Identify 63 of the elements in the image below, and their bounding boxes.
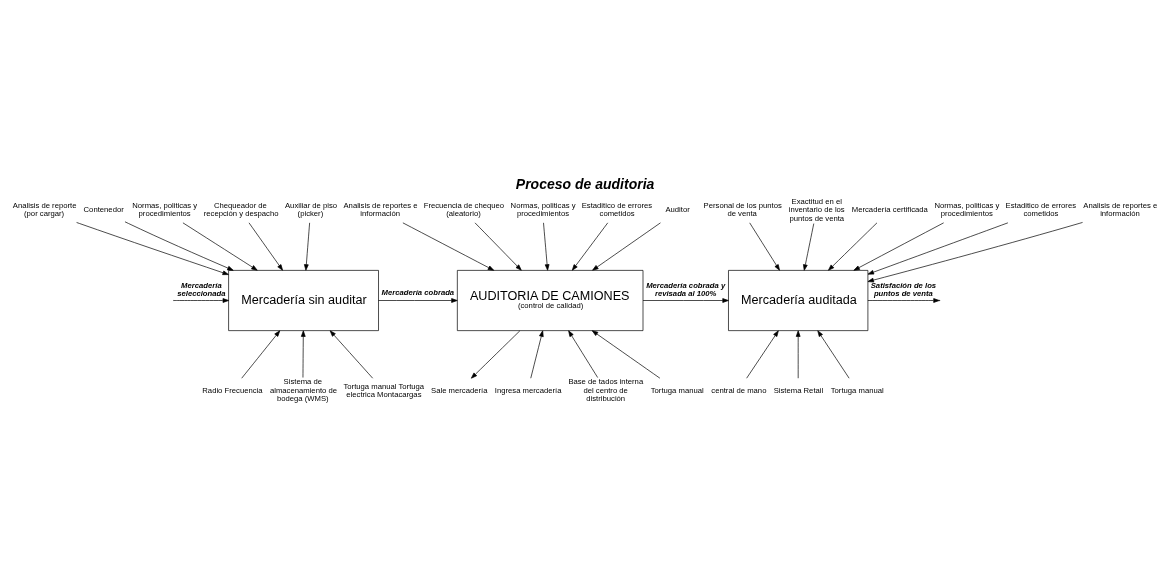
arrow <box>571 222 609 271</box>
node-text: Analisis de reportes e información <box>1083 200 1158 218</box>
arrow <box>795 330 801 379</box>
node-text: Normas, politicas y procedimientos <box>510 200 576 218</box>
node-text: Personal de los puntos de venta <box>703 200 782 218</box>
node-box: AUDITORIA DE CAMIONES (control de calidad) <box>457 269 644 331</box>
node-text: Sistema de almacenamiento de bodega (WMS) <box>269 376 338 403</box>
node-text: Auditor <box>665 204 690 214</box>
node-text: Estaditico de errores cometidos <box>581 200 653 218</box>
node-text: Mercadería certificada <box>851 204 928 214</box>
arrow <box>378 297 458 303</box>
arrow <box>803 222 815 271</box>
arrow <box>300 330 306 378</box>
node-text: Exactitud en el inventario de los puntos de venta <box>788 196 845 222</box>
arrow <box>173 297 229 303</box>
node-text: Frecuencia de chequeo (aleatorio) <box>423 200 505 218</box>
node-text: Chequeador de recepción y despacho <box>203 200 279 218</box>
node-text: Tortuga manual Tortuga electrica Montacargas <box>343 381 425 399</box>
arrow <box>304 222 310 271</box>
arrow <box>749 222 780 271</box>
node-text: Contenedor <box>83 204 124 214</box>
edge-label: Mercadería cobrada y revisada al 100% <box>646 280 726 298</box>
node-text: Analisis de reporte (por cargar) <box>12 200 77 218</box>
arrow <box>76 221 229 275</box>
arrow <box>867 221 1083 282</box>
edge-label: Satisfación de los puntos de venta <box>870 280 937 298</box>
arrow <box>828 222 878 271</box>
node-text: central de mano <box>711 385 767 395</box>
arrow <box>568 330 598 378</box>
arrow <box>592 222 661 271</box>
node-text: Radio Frecuencia <box>202 385 263 395</box>
node-text: Normas, politicas y procedimientos <box>934 200 1000 218</box>
node-text: Tortuga manual <box>830 385 884 395</box>
node-text: Analisis de reportes e información <box>343 200 418 218</box>
node-text: Tortuga manual <box>650 385 704 395</box>
node-text: Base de tados interna del centro de distribución <box>568 376 644 403</box>
edge-label: Mercadería cobrada <box>381 287 455 297</box>
node-text: Sistema Retail <box>773 385 824 395</box>
arrow <box>241 330 281 379</box>
node-text: Normas, politicas y procedimientos <box>132 200 198 218</box>
node-box: Mercadería auditada <box>728 269 869 331</box>
arrow <box>124 220 234 271</box>
arrow <box>248 222 283 271</box>
arrow <box>402 222 495 271</box>
arrow <box>470 330 521 379</box>
node-box: Mercadería sin auditar <box>228 269 379 331</box>
arrow <box>853 222 944 271</box>
arrow <box>591 329 661 379</box>
node-text: Estaditico de errores cometidos <box>1005 200 1077 218</box>
edge-label: Mercadería seleccionada <box>177 280 226 298</box>
arrow <box>543 222 550 271</box>
arrow <box>642 297 729 303</box>
arrow <box>746 330 779 379</box>
node-text: Ingresa mercadería <box>494 385 562 395</box>
arrow <box>530 330 544 379</box>
arrow <box>182 222 258 271</box>
arrow <box>329 330 374 379</box>
diagram-title: Proceso de auditoria <box>515 175 655 192</box>
arrow <box>867 222 1009 275</box>
arrow <box>474 222 522 271</box>
node-text: Auxiliar de piso (picker) <box>284 200 338 218</box>
arrow <box>817 330 850 379</box>
node-text: Sale mercadería <box>431 385 488 395</box>
